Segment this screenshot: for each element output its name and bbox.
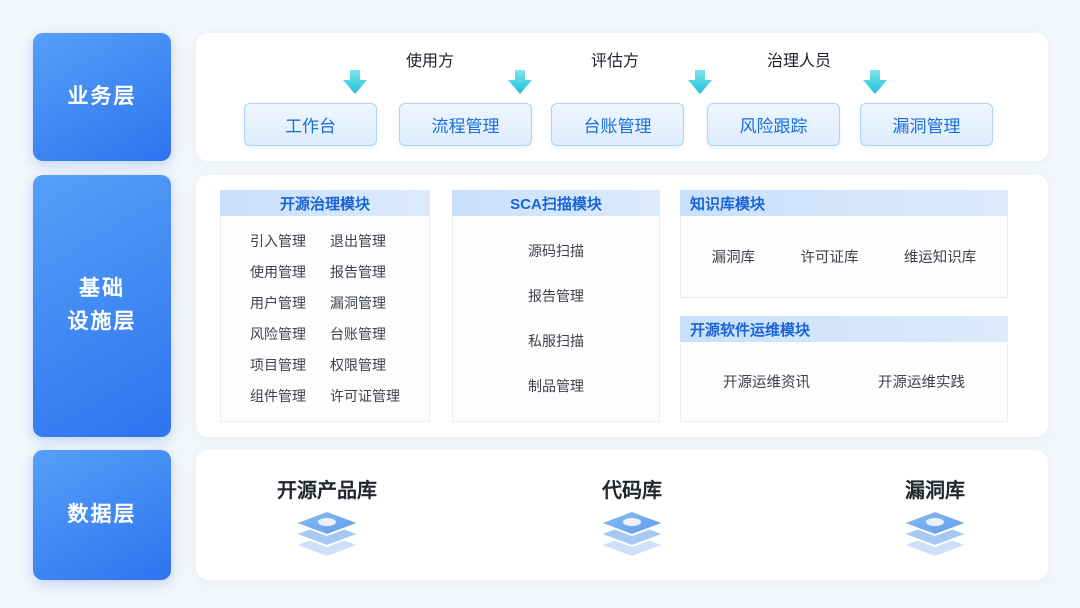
- down-arrow-icon: [343, 70, 367, 94]
- layer-label-infrastructure-line1: 基础: [79, 277, 125, 301]
- database-stack-icon: [902, 510, 968, 558]
- module-knowledge-title: 知识库模块: [680, 190, 1008, 216]
- sca-item: 源码扫描: [528, 242, 584, 259]
- data-store-label: 代码库: [602, 480, 662, 502]
- governance-item: 引入管理: [250, 233, 306, 250]
- role-label-governance-staff: 治理人员: [766, 53, 832, 70]
- layer-label-data-text: 数据层: [67, 502, 137, 526]
- button-risk-tracking[interactable]: 风险跟踪: [707, 103, 840, 146]
- infrastructure-layer-panel: 开源治理模块 引入管理 使用管理 用户管理 风险管理 项目管理 组件管理 退出管…: [196, 175, 1048, 437]
- knowledge-item: 维运知识库: [903, 250, 977, 266]
- role-label-user: 使用方: [405, 53, 455, 70]
- ops-item: 开源运维实践: [878, 375, 965, 391]
- governance-item: 项目管理: [250, 356, 306, 373]
- data-store-code-repo: 代码库: [593, 474, 671, 561]
- ops-item: 开源运维资讯: [723, 375, 810, 391]
- governance-item: 许可证管理: [330, 387, 400, 404]
- governance-item: 退出管理: [330, 233, 386, 250]
- layer-label-infrastructure: 基础 设施层: [33, 175, 171, 437]
- governance-item: 使用管理: [250, 264, 306, 281]
- governance-item: 台账管理: [330, 325, 386, 342]
- button-ledger-mgmt[interactable]: 台账管理: [551, 103, 684, 146]
- data-store-vulnerability-db: 漏洞库: [896, 474, 974, 561]
- data-store-label: 开源产品库: [277, 480, 377, 502]
- down-arrow-icon: [688, 70, 712, 94]
- business-layer-panel: 使用方 评估方 治理人员 工作台 流程管理 台账管理 风险跟踪 漏洞管理: [196, 33, 1048, 161]
- governance-item: 报告管理: [330, 264, 386, 281]
- database-stack-icon: [599, 510, 665, 558]
- governance-item: 用户管理: [250, 295, 306, 312]
- button-process-mgmt[interactable]: 流程管理: [399, 103, 532, 146]
- layer-label-business-text: 业务层: [67, 84, 137, 108]
- governance-item: 风险管理: [250, 325, 306, 342]
- module-sca-scan: SCA扫描模块 源码扫描 报告管理 私服扫描 制品管理: [452, 190, 660, 422]
- knowledge-item: 漏洞库: [711, 250, 756, 266]
- governance-item: 组件管理: [250, 387, 306, 404]
- sca-item: 私服扫描: [528, 333, 584, 350]
- layer-label-business: 业务层: [33, 33, 171, 161]
- layer-label-infrastructure-line2: 设施层: [67, 310, 137, 333]
- module-knowledge-and-ops: 知识库模块 漏洞库 许可证库 维运知识库 开源软件运维模块 开源运维资讯 开源运…: [680, 190, 1008, 422]
- button-workbench[interactable]: 工作台: [244, 103, 377, 146]
- data-store-open-source-products: 开源产品库: [277, 474, 377, 561]
- down-arrow-icon: [863, 70, 887, 94]
- role-label-assessor: 评估方: [590, 53, 640, 70]
- module-ops-title: 开源软件运维模块: [680, 316, 1008, 342]
- governance-item: 漏洞管理: [330, 295, 386, 312]
- sca-item: 报告管理: [528, 287, 584, 304]
- down-arrow-icon: [508, 70, 532, 94]
- module-governance: 开源治理模块 引入管理 使用管理 用户管理 风险管理 项目管理 组件管理 退出管…: [220, 190, 430, 422]
- module-governance-title: 开源治理模块: [220, 190, 430, 216]
- governance-item: 权限管理: [330, 356, 386, 373]
- database-stack-icon: [294, 510, 360, 558]
- button-vuln-mgmt[interactable]: 漏洞管理: [860, 103, 993, 146]
- layer-label-data: 数据层: [33, 450, 171, 580]
- data-store-label: 漏洞库: [905, 480, 965, 502]
- sca-item: 制品管理: [528, 378, 584, 395]
- data-layer-panel: 开源产品库 代码库 漏洞库: [196, 450, 1048, 580]
- module-sca-title: SCA扫描模块: [452, 190, 660, 216]
- knowledge-item: 许可证库: [800, 250, 859, 266]
